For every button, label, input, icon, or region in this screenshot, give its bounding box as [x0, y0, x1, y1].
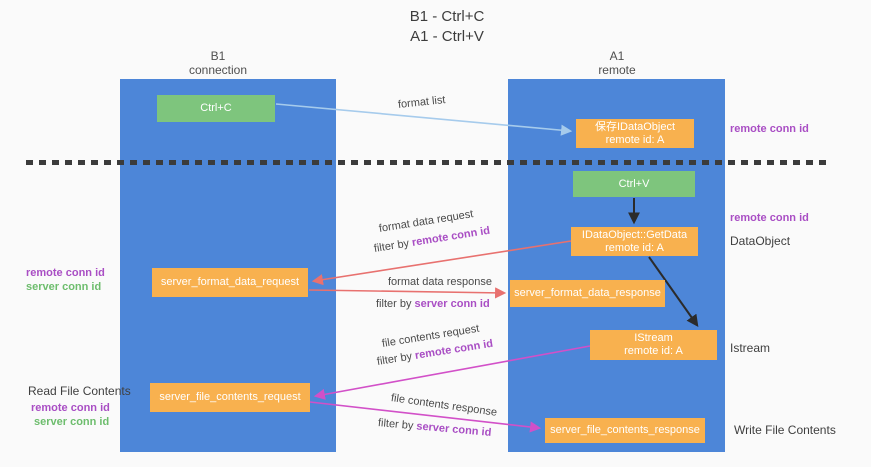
- remote-conn-id-key: remote conn id: [411, 224, 491, 249]
- ctrl-c-box: Ctrl+C: [157, 95, 275, 122]
- lifeline-b1-name: B1: [210, 49, 226, 63]
- title-line-ctrl-v: A1 - Ctrl+V: [410, 28, 484, 45]
- format-data-response-label: format data response: [388, 276, 492, 288]
- lifeline-a1-name: A1: [609, 49, 625, 63]
- remote-conn-id-label-mid: remote conn id: [730, 212, 809, 224]
- istream-line1: IStream: [634, 332, 673, 344]
- istream-line2: remote id: A: [624, 345, 683, 357]
- diagram-title: B1 - Ctrl+C A1 - Ctrl+V: [347, 7, 547, 47]
- getdata-line1: IDataObject::GetData: [581, 228, 688, 241]
- left-remote-conn-id-format: remote conn id: [26, 267, 105, 279]
- server-conn-id-key: server conn id: [414, 298, 490, 310]
- file-contents-response-label: file contents response: [390, 392, 498, 419]
- server-format-data-response-box: server_format_data_response: [510, 280, 665, 307]
- idataobject-getdata-box: IDataObject::GetData remote id: A: [571, 227, 698, 256]
- format-list-label: format list: [397, 94, 447, 111]
- left-server-conn-id-file: server conn id: [34, 416, 110, 428]
- format-data-response-arrow: [308, 287, 507, 299]
- dataobject-label: DataObject: [730, 234, 791, 248]
- ctrl-v-box: Ctrl+V: [573, 171, 695, 197]
- getdata-line2: remote id: A: [605, 241, 664, 254]
- filter-by-text: filter by: [377, 417, 417, 433]
- save-idataobject-line1: 保存IDataObject: [594, 120, 676, 133]
- lifeline-header-a1: A1 remote: [547, 49, 687, 77]
- server-file-contents-response-label: server_file_contents_response: [550, 424, 700, 436]
- lifeline-b1-role: connection: [188, 63, 248, 77]
- left-remote-conn-id-file: remote conn id: [31, 402, 110, 414]
- ctrl-c-label: Ctrl+C: [200, 102, 232, 114]
- lifeline-header-b1: B1 connection: [148, 49, 288, 77]
- lifeline-a1-role: remote: [598, 63, 636, 77]
- server-conn-id-key: server conn id: [415, 420, 492, 439]
- filter-by-text: filter by: [376, 298, 415, 310]
- format-data-response-filter: filter by server conn id: [376, 298, 490, 310]
- ctrl-v-label: Ctrl+V: [618, 177, 650, 190]
- server-file-contents-request-label: server_file_contents_request: [159, 391, 301, 403]
- dashed-divider: [26, 160, 830, 165]
- istream-side-label: Istream: [730, 341, 771, 355]
- save-idataobject-line2: remote id: A: [605, 133, 665, 146]
- server-format-data-request-box: server_format_data_request: [152, 268, 308, 297]
- server-file-contents-response-box: server_file_contents_response: [545, 418, 705, 443]
- save-idataobject-box: 保存IDataObject remote id: A: [576, 119, 694, 148]
- remote-conn-id-label-top: remote conn id: [730, 123, 809, 135]
- title-line-ctrl-c: B1 - Ctrl+C: [409, 8, 485, 25]
- read-file-contents-label: Read File Contents: [28, 384, 131, 398]
- file-contents-response-filter: filter by server conn id: [377, 417, 491, 439]
- write-file-contents-label: Write File Contents: [734, 423, 836, 437]
- server-file-contents-request-box: server_file_contents_request: [150, 383, 310, 412]
- filter-by-text: filter by: [373, 237, 413, 255]
- server-format-data-request-label: server_format_data_request: [160, 276, 300, 288]
- filter-by-text: filter by: [376, 350, 416, 368]
- server-format-data-response-label: server_format_data_response: [514, 287, 661, 299]
- left-server-conn-id-format: server conn id: [26, 281, 102, 293]
- istream-box: IStream remote id: A: [590, 330, 717, 360]
